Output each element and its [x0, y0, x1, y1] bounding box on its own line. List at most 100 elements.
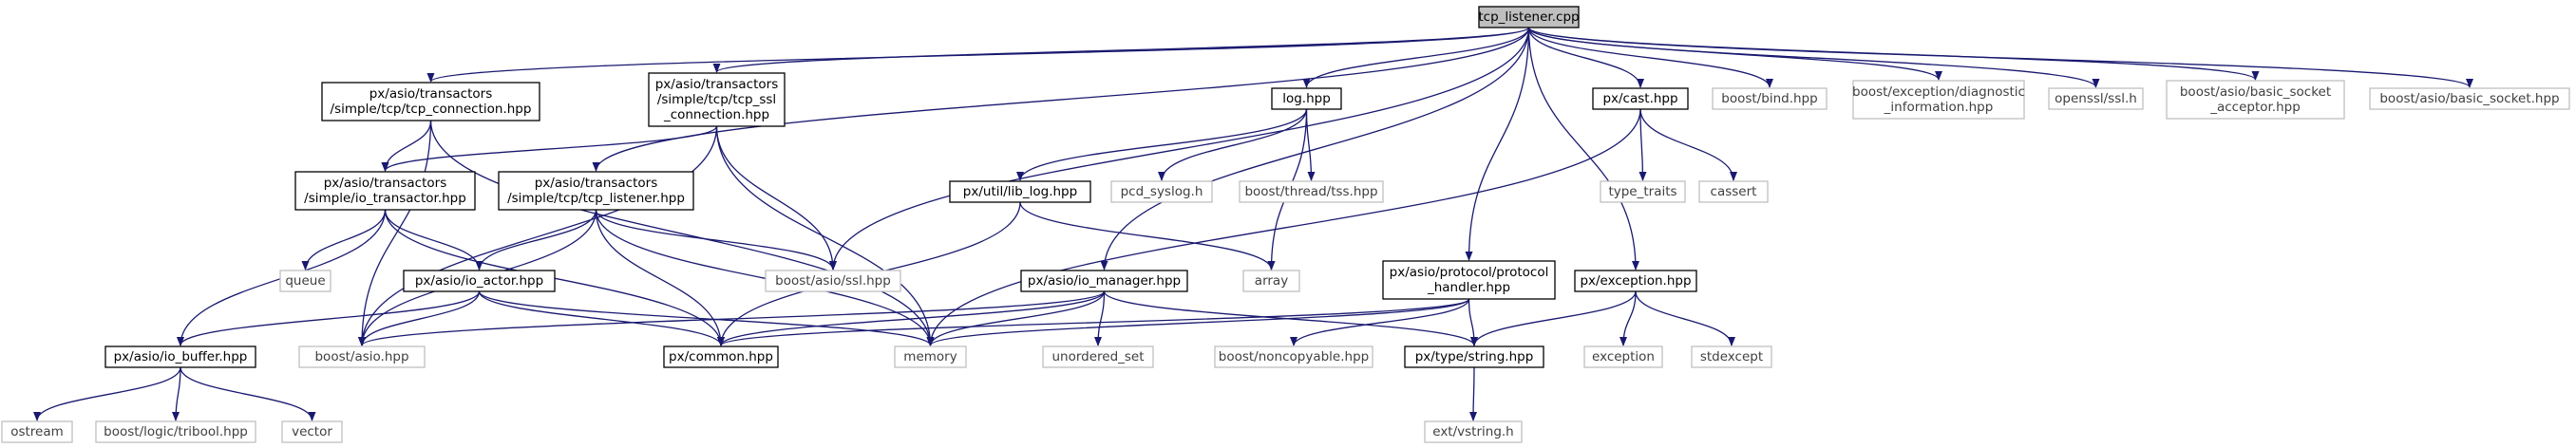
node-log-hpp[interactable]: log.hpp [1271, 87, 1342, 110]
node-box [279, 270, 331, 292]
edge-io_buffer_hpp-to-tribool [172, 366, 181, 421]
node-label: /simple/tcp/tcp_connection.hpp [331, 102, 532, 117]
edge-cast_hpp-to-cassert [1639, 108, 1737, 181]
node-label: vector [292, 424, 332, 439]
node-tcp-ssl-connection-hpp[interactable]: px/asio/transactors/simple/tcp/tcp_ssl_c… [648, 72, 786, 127]
node-label: ext/vstring.h [1432, 424, 1514, 439]
edge-io_manager_hpp-to-memory [926, 290, 1106, 346]
edge-tcp_listener_cpp-to-basic_socket [1527, 27, 2473, 88]
node-label: boost/asio.hpp [314, 349, 408, 364]
node-label: boost/logic/tribool.hpp [104, 424, 248, 439]
edge-tcp_listener_hpp-to-memory [595, 209, 935, 346]
edge-exception_hpp-to-exception [1619, 290, 1637, 346]
edge-cast_hpp-to-type_traits [1638, 108, 1647, 181]
edge-protocol_handler_hpp-to-boost_noncopyable [1290, 298, 1470, 346]
node-label: cassert [1711, 184, 1757, 199]
node-openssl-ssl: openssl/ssl.h [2048, 87, 2144, 110]
node-box [1271, 87, 1342, 110]
node-label: boost/thread/tss.hpp [1244, 184, 1377, 199]
node-label: array [1255, 273, 1288, 289]
node-tcp-listener-hpp[interactable]: px/asio/transactors/simple/tcp/tcp_liste… [498, 171, 694, 211]
node-label: memory [903, 349, 957, 364]
node-label: px/asio/io_buffer.hpp [114, 349, 248, 364]
node-basic-socket: boost/asio/basic_socket.hpp [2369, 87, 2570, 110]
node-label: /simple/io_transactor.hpp [304, 191, 466, 206]
node-tcp-connection-hpp[interactable]: px/asio/transactors/simple/tcp/tcp_conne… [321, 82, 540, 121]
node-box [648, 72, 786, 127]
edge-io_actor_hpp-to-io_buffer_hpp [177, 290, 481, 346]
node-box [949, 180, 1091, 203]
node-box [298, 345, 426, 368]
node-label: stdexcept [1700, 349, 1763, 364]
node-box [2166, 80, 2345, 120]
node-label: openssl/ssl.h [2055, 91, 2137, 106]
node-box [1, 420, 73, 443]
edge-tcp_listener_cpp-to-tcp_listener_hpp [592, 27, 1530, 172]
node-protocol-handler-hpp[interactable]: px/asio/protocol/protocol_handler.hpp [1382, 260, 1556, 300]
edge-tcp_listener_cpp-to-tcp_ssl_connection_hpp [712, 27, 1530, 73]
node-cast-hpp[interactable]: px/cast.hpp [1592, 87, 1689, 110]
edge-io_actor_hpp-to-common_hpp [478, 290, 725, 346]
edge-tcp_listener_cpp-to-boost_bind [1527, 27, 1773, 88]
node-label: ostream [10, 424, 64, 439]
node-io-transactor-hpp[interactable]: px/asio/transactors/simple/io_transactor… [294, 171, 476, 211]
node-box [1712, 87, 1828, 110]
node-vstring: ext/vstring.h [1424, 420, 1523, 443]
node-label: exception [1592, 349, 1655, 364]
edge-io_transactor_hpp-to-queue [301, 209, 387, 271]
node-io-actor-hpp[interactable]: px/asio/io_actor.hpp [403, 270, 556, 292]
edge-io_manager_hpp-to-common_hpp [717, 290, 1106, 346]
node-string-hpp[interactable]: px/type/string.hpp [1404, 345, 1544, 368]
node-box [2369, 87, 2570, 110]
node-label: px/common.hpp [669, 349, 773, 364]
node-boost-thread-tss: boost/thread/tss.hpp [1239, 180, 1384, 203]
node-lib-log-hpp[interactable]: px/util/lib_log.hpp [949, 180, 1091, 203]
node-box [2048, 87, 2144, 110]
node-box [1404, 345, 1544, 368]
node-tribool: boost/logic/tribool.hpp [95, 420, 256, 443]
edge-lib_log_hpp-to-array [1019, 201, 1276, 271]
edge-tcp_connection_hpp-to-io_transactor_hpp [381, 120, 432, 172]
node-label: px/asio/transactors [324, 176, 447, 191]
edge-tcp_ssl_connection_hpp-to-memory [715, 125, 935, 346]
node-label: boost/noncopyable.hpp [1219, 349, 1369, 364]
node-box [663, 345, 779, 368]
edge-tcp_listener_cpp-to-protocol_handler_hpp [1465, 27, 1530, 261]
node-label: px/exception.hpp [1580, 273, 1691, 289]
edge-string_hpp-to-vstring [1469, 366, 1478, 421]
node-boost-bind: boost/bind.hpp [1712, 87, 1828, 110]
edge-tcp_listener_cpp-to-boost_asio_ssl [829, 27, 1530, 271]
node-queue: queue [279, 270, 331, 292]
edge-tcp_listener_cpp-to-cast_hpp [1527, 27, 1644, 88]
edge-io_buffer_hpp-to-vector [180, 366, 316, 421]
node-boost-asio-hpp: boost/asio.hpp [298, 345, 426, 368]
edge-io_actor_hpp-to-boost_asio_hpp [358, 290, 481, 346]
node-box [1698, 180, 1769, 203]
node-ostream: ostream [1, 420, 73, 443]
node-box [104, 345, 256, 368]
node-box [294, 171, 476, 211]
node-label: px/asio/transactors [535, 176, 658, 191]
node-box [894, 345, 967, 368]
edge-log_hpp-to-lib_log_hpp [1016, 108, 1308, 181]
edge-log_hpp-to-pcd_syslog [1158, 108, 1308, 181]
node-exception-hpp[interactable]: px/exception.hpp [1574, 270, 1697, 292]
node-label: boost/exception/diagnostic [1852, 84, 2025, 100]
node-label: boost/asio/basic_socket [2180, 84, 2331, 100]
node-io-buffer-hpp[interactable]: px/asio/io_buffer.hpp [104, 345, 256, 368]
node-io-manager-hpp[interactable]: px/asio/io_manager.hpp [1020, 270, 1188, 292]
node-common-hpp[interactable]: px/common.hpp [663, 345, 779, 368]
node-box [403, 270, 556, 292]
edge-tcp_listener_hpp-to-common_hpp [595, 209, 725, 346]
node-cassert: cassert [1698, 180, 1769, 203]
edge-cast_hpp-to-memory [926, 108, 1641, 346]
node-label: _connection.hpp [663, 107, 769, 122]
node-label: px/util/lib_log.hpp [963, 184, 1077, 199]
node-boost-asio-ssl: boost/asio/ssl.hpp [765, 270, 901, 292]
edge-log_hpp-to-boost_thread_tss [1305, 108, 1316, 181]
node-label: px/type/string.hpp [1415, 349, 1534, 364]
node-label: _acceptor.hpp [2209, 100, 2301, 115]
node-box [1424, 420, 1523, 443]
node-label: type_traits [1608, 184, 1676, 199]
